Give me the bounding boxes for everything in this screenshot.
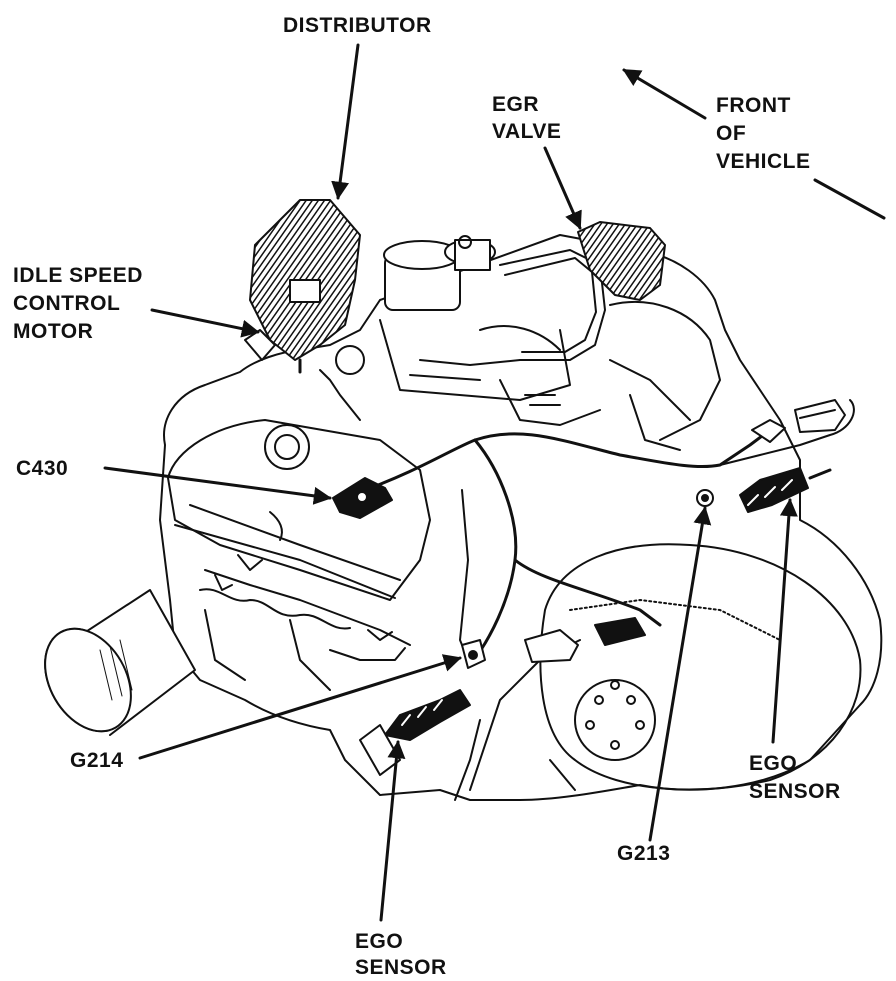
label-ego-sensor-bottom-line1: EGO	[355, 930, 403, 953]
label-ego-sensor-right-line1: EGO	[749, 752, 797, 775]
callout-arrows	[103, 43, 886, 922]
oil-filter	[44, 589, 196, 736]
arrow-egr-valve	[543, 146, 582, 230]
label-front-of-vehicle-line2: OF	[716, 122, 746, 145]
label-c430: C430	[16, 457, 68, 480]
ego-sensor-bottom	[359, 689, 471, 776]
label-idle-speed-line3: MOTOR	[13, 320, 93, 343]
label-idle-speed-line1: IDLE SPEED	[13, 264, 143, 287]
flywheel	[539, 543, 862, 791]
engine-illustration	[44, 199, 883, 801]
valve-cover	[167, 419, 431, 601]
ego-sensor-right	[739, 467, 832, 513]
arrow-ego-sensor-right	[771, 498, 798, 744]
egr-tube	[499, 249, 606, 361]
arrow-front-of-vehicle	[622, 68, 707, 120]
carburetor	[379, 235, 571, 401]
label-egr-valve-line2: VALVE	[492, 120, 561, 143]
connector-c430	[332, 477, 393, 519]
label-distributor: DISTRIBUTOR	[283, 14, 432, 37]
arrow-g213	[648, 506, 712, 842]
label-ego-sensor-right-line2: SENSOR	[749, 780, 841, 803]
label-front-of-vehicle-line3: VEHICLE	[716, 150, 811, 173]
label-egr-valve-line1: EGR	[492, 93, 539, 116]
arrow-idle-speed-control-motor	[150, 308, 260, 338]
ego-connector-right	[751, 399, 846, 443]
callout-labels: DISTRIBUTOR EGR VALVE FRONT OF VEHICLE I…	[13, 14, 841, 979]
label-g213: G213	[617, 842, 670, 865]
label-idle-speed-line2: CONTROL	[13, 292, 120, 315]
arrow-g214	[138, 654, 462, 760]
label-ego-sensor-bottom-line2: SENSOR	[355, 956, 447, 976]
label-g214: G214	[70, 749, 123, 772]
arrow-ego-sensor-bottom	[379, 740, 406, 922]
ground-g214	[461, 639, 486, 669]
egr-valve-body	[577, 221, 666, 301]
oil-filler-cap	[264, 424, 310, 470]
label-front-of-vehicle-line1: FRONT	[716, 94, 791, 117]
direction-line-front	[813, 178, 886, 220]
arrow-distributor	[331, 43, 360, 200]
ground-g213	[696, 489, 714, 507]
arrow-c430	[103, 466, 332, 505]
